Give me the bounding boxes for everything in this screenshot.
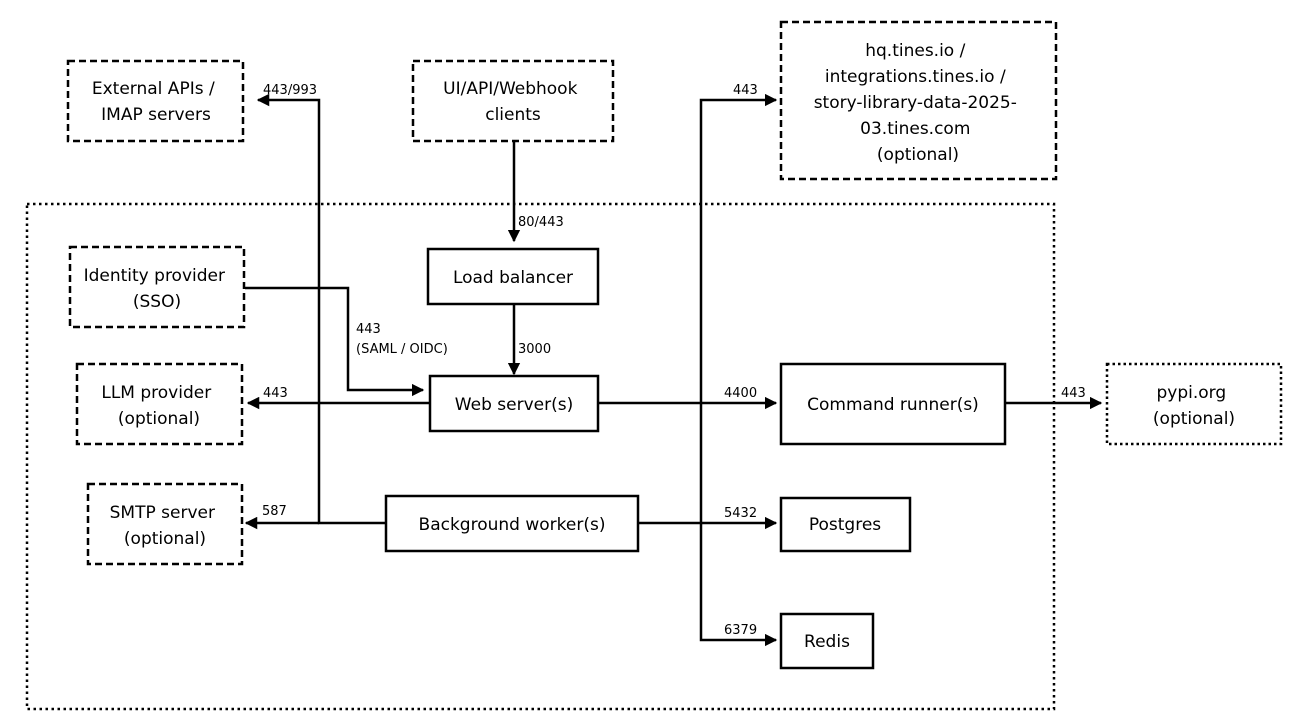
connectors <box>244 93 1103 647</box>
port-postgres: 5432 <box>724 506 757 521</box>
tines-hq-label: hq.tines.io / integrations.tines.io / st… <box>814 41 1023 165</box>
web-server-label: Web server(s) <box>455 395 573 415</box>
postgres-box <box>779 496 912 553</box>
pypi-box <box>1105 362 1283 446</box>
background-worker-box <box>384 494 640 553</box>
pypi-label: pypi.org (optional) <box>1153 383 1235 429</box>
identity-provider-box <box>68 245 246 329</box>
sso-to-web-arrow <box>245 286 425 397</box>
command-runner-box <box>779 362 1007 446</box>
postgres-label: Postgres <box>809 515 881 535</box>
redis-label: Redis <box>804 632 850 652</box>
port-pypi: 443 <box>1061 386 1086 401</box>
deployment-boundary <box>25 202 1056 711</box>
port-redis: 6379 <box>724 623 757 638</box>
port-tines-hq: 443 <box>733 83 758 98</box>
webhook-clients-label: UI/API/Webhook clients <box>443 79 583 125</box>
tines-hq-box <box>779 20 1058 181</box>
llm-provider-box <box>75 362 244 446</box>
port-sso-protocol: (SAML / OIDC) <box>356 342 448 357</box>
port-llm-provider: 443 <box>263 386 288 401</box>
port-external-apis: 443/993 <box>263 83 317 98</box>
trunk-to-redis-arrow <box>699 523 778 647</box>
load-balancer-label: Load balancer <box>453 268 573 288</box>
port-smtp: 587 <box>262 504 287 519</box>
load-balancer-box <box>426 247 600 306</box>
port-command-runner: 4400 <box>724 386 757 401</box>
identity-provider-label: Identity provider (SSO) <box>84 266 231 312</box>
background-worker-label: Background worker(s) <box>419 515 606 535</box>
redis-box <box>779 612 875 670</box>
smtp-server-label: SMTP server (optional) <box>110 503 221 549</box>
port-web-server: 3000 <box>518 342 551 357</box>
llm-provider-label: LLM provider (optional) <box>101 383 216 429</box>
command-runner-label: Command runner(s) <box>807 395 979 415</box>
external-apis-label: External APIs / IMAP servers <box>92 79 220 125</box>
right-trunk-to-tines-arrow <box>638 93 778 525</box>
port-load-balancer: 80/443 <box>518 215 564 230</box>
worker-trunk-line <box>256 93 386 525</box>
port-sso: 443 <box>356 322 381 337</box>
web-server-box <box>428 374 600 433</box>
external-apis-box <box>66 59 245 143</box>
webhook-clients-box <box>411 59 615 143</box>
smtp-server-box <box>86 482 244 566</box>
